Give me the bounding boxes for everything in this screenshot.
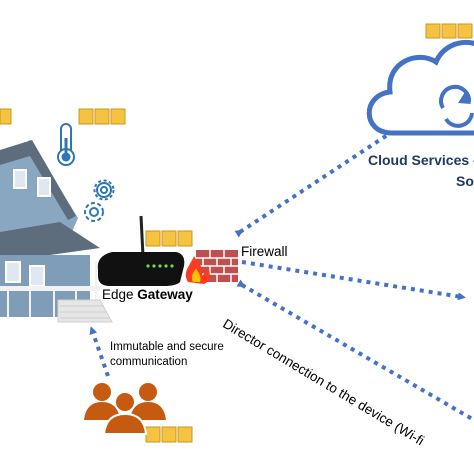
arrow-gateway-to-device [241, 260, 466, 301]
gears-icon [84, 179, 115, 222]
edge-gateway-label-bold: Gateway [137, 287, 193, 302]
cloud-sync-icon [366, 40, 474, 136]
thermometer-icon [57, 123, 75, 166]
arrow-users-to-house [89, 326, 110, 377]
cloud-services-title: Cloud Services - [368, 152, 474, 168]
secure-communication-line1: Immutable and secure [110, 341, 224, 353]
cloud-services-title-line2: So [456, 173, 474, 189]
arrow-gateway-to-cloud [234, 127, 399, 238]
secure-communication-line2: communication [110, 356, 188, 368]
edge-gateway-label: Edge Gateway [102, 287, 193, 302]
house-icon [0, 140, 113, 323]
people-icon [84, 383, 166, 435]
firewall-label: Firewall [241, 244, 288, 259]
edge-gateway-label-prefix: Edge [102, 287, 138, 302]
connection-arrows [89, 127, 474, 422]
firewall-icon [185, 250, 238, 284]
secure-communication-label: Immutable and secure communication [110, 340, 230, 370]
router-icon [97, 215, 185, 286]
blockchain-icon [0, 23, 473, 443]
